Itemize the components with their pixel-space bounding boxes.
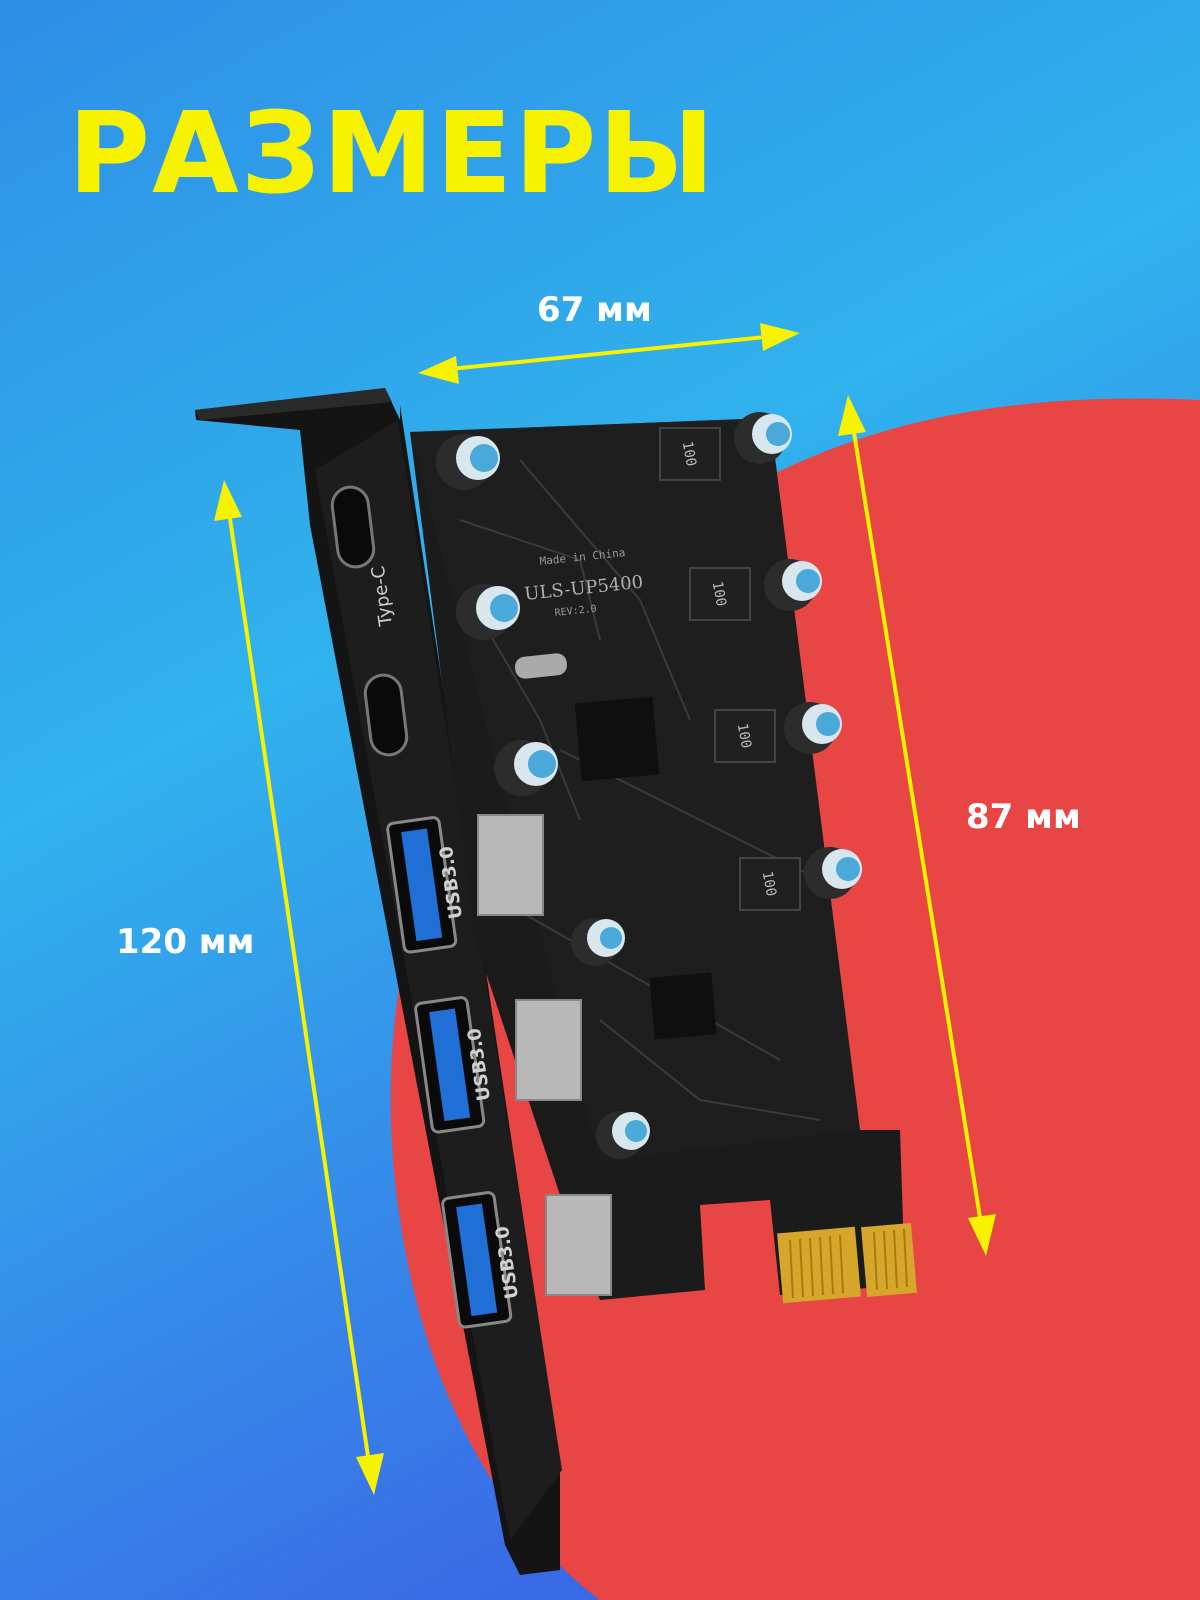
inductor-label-2: 100 [709,580,729,608]
inductor-label-1: 100 [679,440,699,468]
page-title: РАЗМЕРЫ [68,89,717,219]
usb-a-ports: USB3.0 USB3.0 USB3.0 [386,816,523,1329]
bracket-dimension-label: 120 мм [116,922,255,962]
width-dimension-label: 67 мм [537,290,652,330]
capacitors [436,412,862,1159]
inductor-label-4: 100 [759,870,779,898]
pcb: 100 100 100 100 Made in China ULS-UP5400… [410,412,917,1304]
pcie-gold-fingers [777,1222,917,1304]
height-dimension-label: 87 мм [966,797,1081,837]
double-arrow-icon [214,323,996,1495]
inductor-label-3: 100 [734,722,754,750]
rev-label: REV:2.0 [554,604,597,619]
